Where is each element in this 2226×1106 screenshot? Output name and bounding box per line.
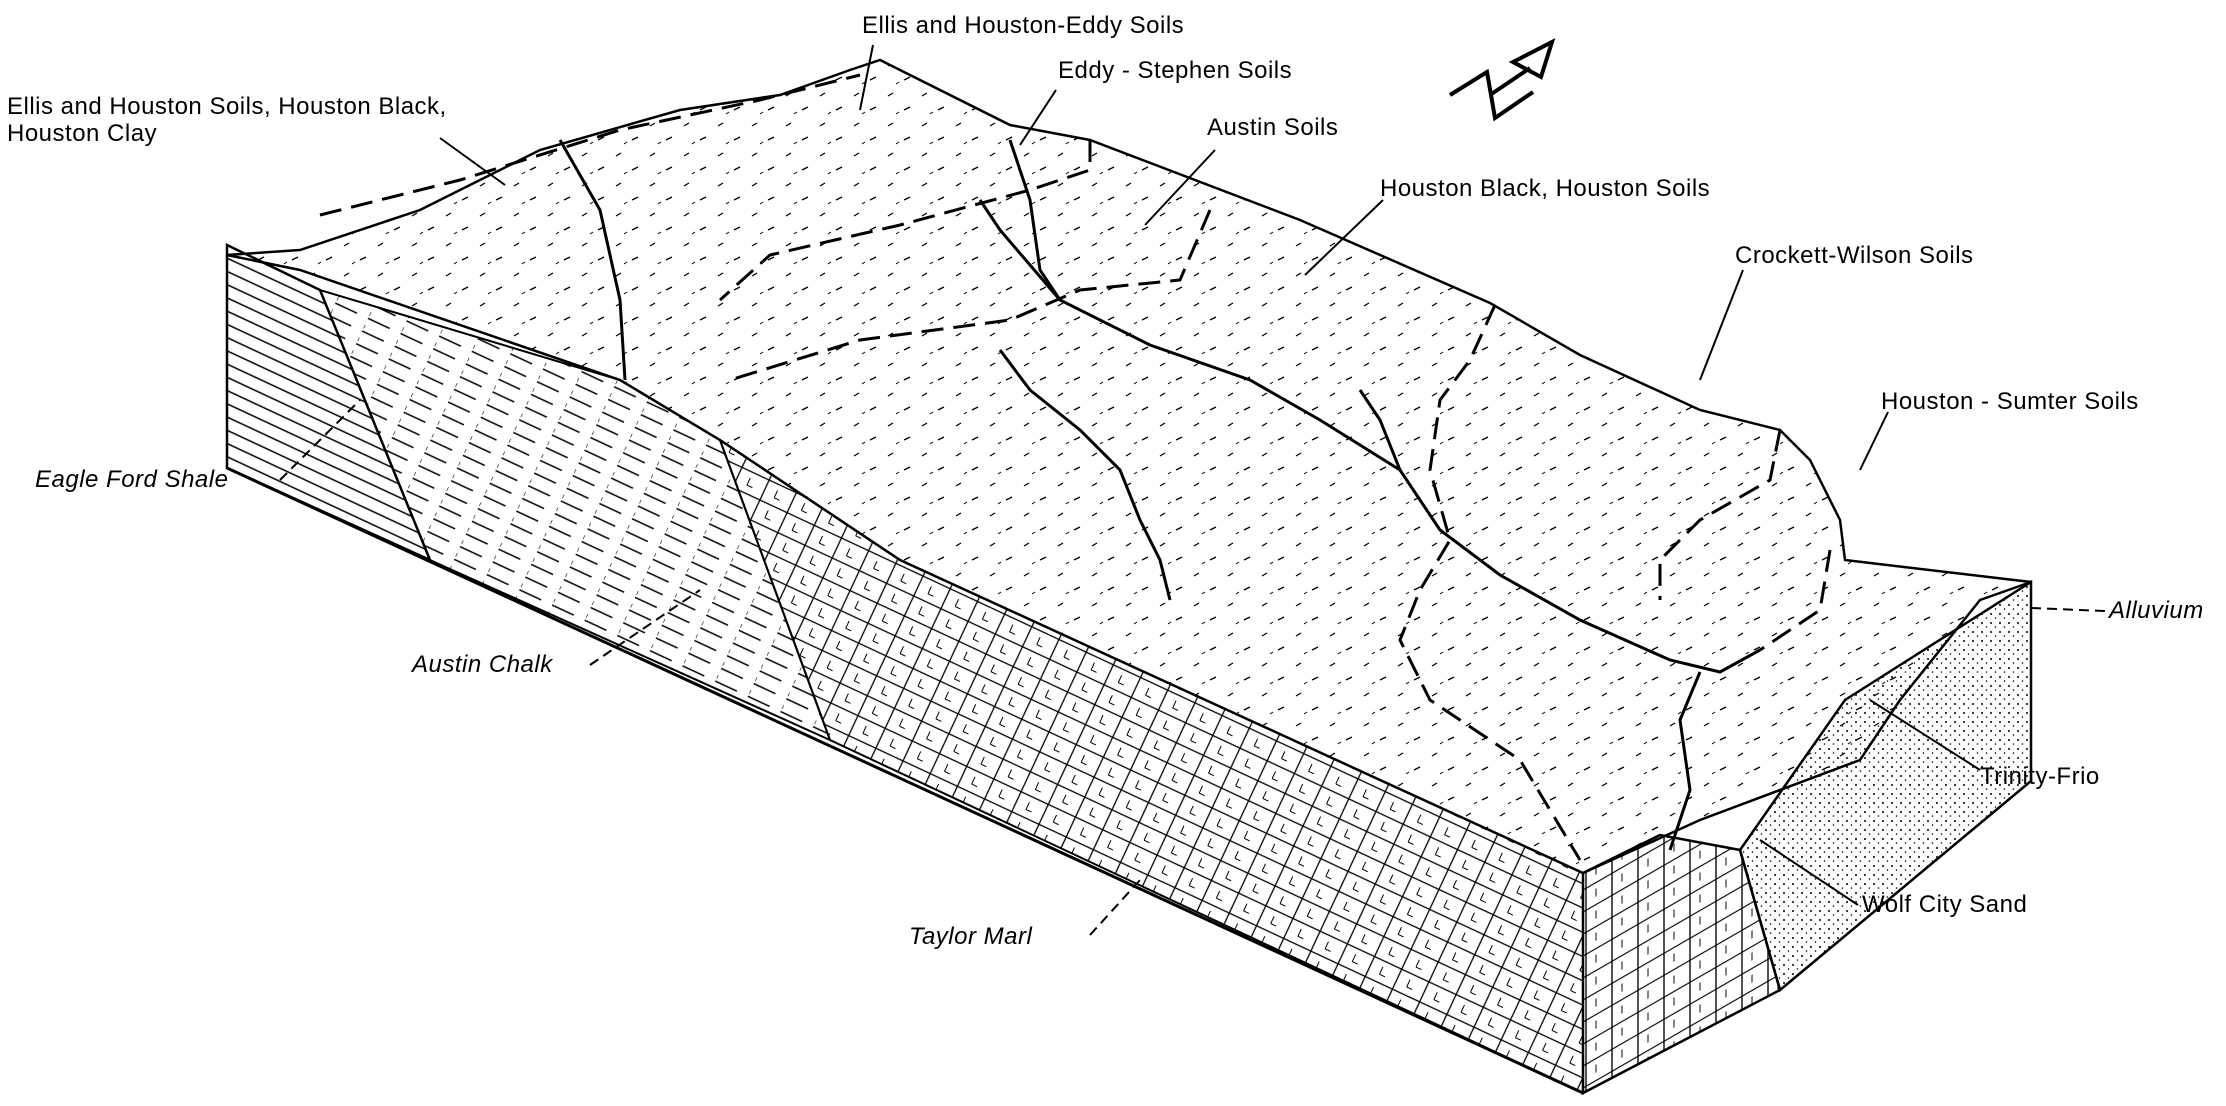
alluvium-face xyxy=(1738,579,2033,993)
label-crockett-wilson: Crockett-Wilson Soils xyxy=(1735,242,1974,269)
label-alluvium: Alluvium xyxy=(2109,597,2204,624)
label-trinity-frio: Trinity-Frio xyxy=(1980,763,2100,790)
label-taylor-marl: Taylor Marl xyxy=(909,923,1033,950)
soil-boundaries xyxy=(319,73,1832,861)
label-austin-chalk: Austin Chalk xyxy=(412,651,553,678)
label-ellis-houston-line2: Houston Clay xyxy=(7,120,158,147)
label-eddy-stephen: Eddy - Stephen Soils xyxy=(1058,57,1293,84)
label-eagle-ford-shale: Eagle Ford Shale xyxy=(35,466,229,493)
label-ellis-houston-line1: Ellis and Houston Soils, Houston Black, xyxy=(7,93,447,120)
leader-lines xyxy=(279,44,2106,936)
north-arrow-icon xyxy=(1448,38,1556,122)
label-ellis-houston-eddy: Ellis and Houston-Eddy Soils xyxy=(862,12,1185,39)
streams xyxy=(558,139,1761,851)
label-houston-black: Houston Black, Houston Soils xyxy=(1380,175,1711,202)
label-houston-sumter: Houston - Sumter Soils xyxy=(1881,388,2139,415)
label-austin-soils: Austin Soils xyxy=(1207,114,1339,141)
label-wolf-city-sand: Wolf City Sand xyxy=(1862,891,2028,918)
